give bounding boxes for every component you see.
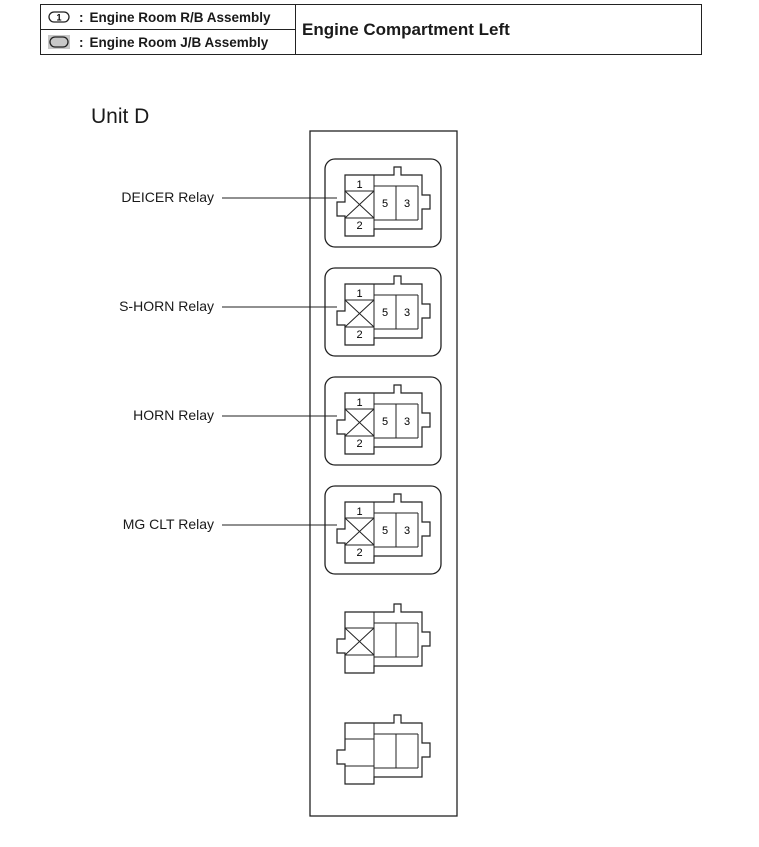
svg-text:1: 1 (356, 288, 362, 300)
unit-title: Unit D (91, 105, 150, 128)
legend-separator: : (79, 9, 84, 25)
legend-rb-label: Engine Room R/B Assembly (89, 9, 271, 25)
svg-text:2: 2 (356, 220, 362, 232)
svg-text:3: 3 (404, 198, 410, 210)
svg-text:1: 1 (356, 397, 362, 409)
svg-text:1: 1 (356, 179, 362, 191)
rb-symbol-icon: 1 (48, 11, 70, 23)
svg-text:2: 2 (356, 438, 362, 450)
legend-table: 1 : Engine Room R/B Assembly : Engine Ro… (40, 4, 702, 55)
relay-mg-clt: 1 2 5 3 (222, 485, 442, 575)
relay-label-deicer: DEICER Relay (121, 189, 214, 205)
svg-text:1: 1 (56, 13, 61, 23)
jb-symbol-icon (48, 35, 70, 49)
relay-horn: 1 2 5 3 (222, 376, 442, 466)
legend-jb-label: Engine Room J/B Assembly (89, 34, 269, 50)
legend-keys: 1 : Engine Room R/B Assembly : Engine Ro… (41, 5, 296, 54)
relay-socket-unlabeled-1 (336, 603, 431, 674)
svg-text:5: 5 (382, 198, 388, 210)
svg-text:3: 3 (404, 307, 410, 319)
svg-text:5: 5 (382, 307, 388, 319)
unit-d-outline (309, 130, 458, 817)
svg-text:1: 1 (356, 506, 362, 518)
svg-text:5: 5 (382, 416, 388, 428)
svg-text:5: 5 (382, 525, 388, 537)
svg-text:2: 2 (356, 329, 362, 341)
relay-s-horn: 1 2 5 3 (222, 267, 442, 357)
relay-socket-unlabeled-2 (336, 714, 431, 785)
relay-label-s-horn: S-HORN Relay (119, 298, 214, 314)
location-label: Engine Compartment Left (302, 19, 510, 39)
relay-label-mg-clt: MG CLT Relay (122, 516, 214, 532)
svg-text:3: 3 (404, 416, 410, 428)
relay-deicer: 1 2 5 3 (222, 158, 442, 248)
legend-row-rb: 1 : Engine Room R/B Assembly (41, 5, 295, 29)
relay-label-horn: HORN Relay (133, 407, 214, 423)
svg-text:2: 2 (356, 547, 362, 559)
svg-text:3: 3 (404, 525, 410, 537)
legend-row-jb: : Engine Room J/B Assembly (41, 29, 295, 54)
legend-separator: : (79, 34, 84, 50)
